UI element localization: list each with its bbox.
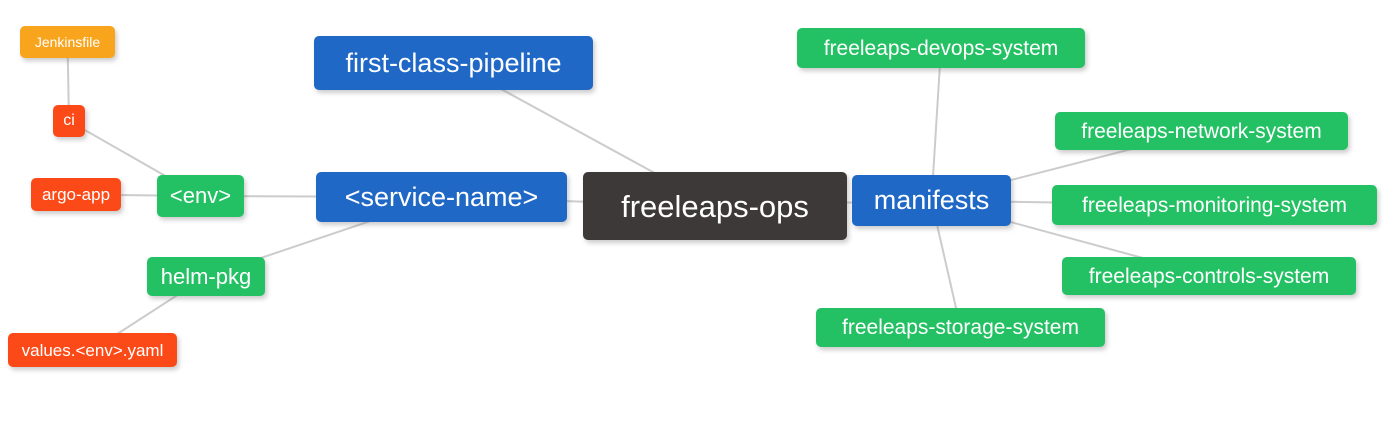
node-argo-app[interactable]: argo-app: [31, 178, 121, 211]
node-manifests[interactable]: manifests: [852, 175, 1011, 226]
node-freeleaps-monitoring-system[interactable]: freeleaps-monitoring-system: [1052, 185, 1377, 225]
node-env[interactable]: <env>: [157, 175, 244, 217]
node-first-class-pipeline[interactable]: first-class-pipeline: [314, 36, 593, 90]
node-ci[interactable]: ci: [53, 105, 85, 137]
node-freeleaps-devops-system[interactable]: freeleaps-devops-system: [797, 28, 1085, 68]
node-freeleaps-network-system[interactable]: freeleaps-network-system: [1055, 112, 1348, 150]
node-jenkinsfile[interactable]: Jenkinsfile: [20, 26, 115, 58]
node-service-name[interactable]: <service-name>: [316, 172, 567, 222]
node-freeleaps-storage-system[interactable]: freeleaps-storage-system: [816, 308, 1105, 347]
node-values-env-yaml[interactable]: values.<env>.yaml: [8, 333, 177, 367]
node-helm-pkg[interactable]: helm-pkg: [147, 257, 265, 296]
node-freeleaps-ops[interactable]: freeleaps-ops: [583, 172, 847, 240]
node-freeleaps-controls-system[interactable]: freeleaps-controls-system: [1062, 257, 1356, 295]
